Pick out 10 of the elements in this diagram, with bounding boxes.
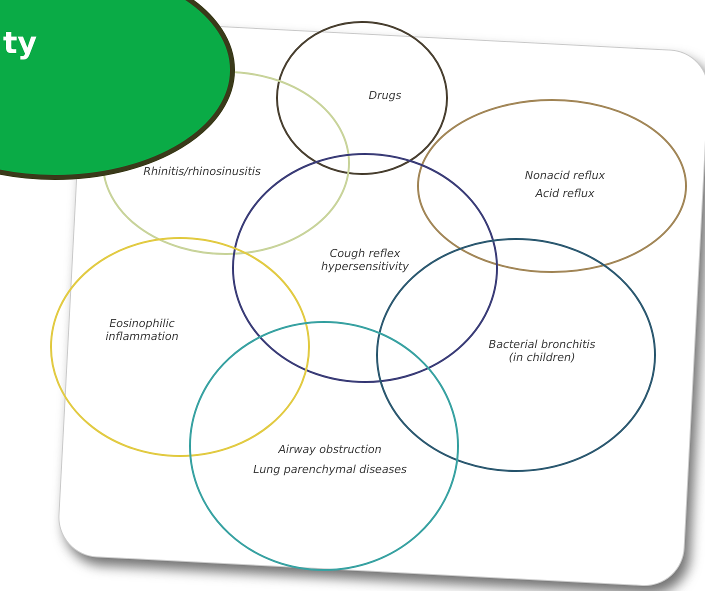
- circle-label: Airway obstruction: [278, 443, 382, 456]
- circle-label: Acid reflux: [536, 187, 594, 200]
- circle-label: Drugs: [368, 89, 402, 102]
- circle-label: Nonacid reflux: [524, 169, 606, 182]
- circle-label: Lung parenchymal diseases: [253, 463, 407, 476]
- circle-label: Bacterial bronchitis (in children): [488, 338, 596, 364]
- circle-label: Rhinitis/rhinosinusitis: [143, 165, 261, 178]
- circle-label: Cough reflex hypersensitivity: [320, 247, 410, 273]
- circle-label: Eosinophilic inflammation: [104, 317, 180, 343]
- title-text: ty: [3, 26, 37, 61]
